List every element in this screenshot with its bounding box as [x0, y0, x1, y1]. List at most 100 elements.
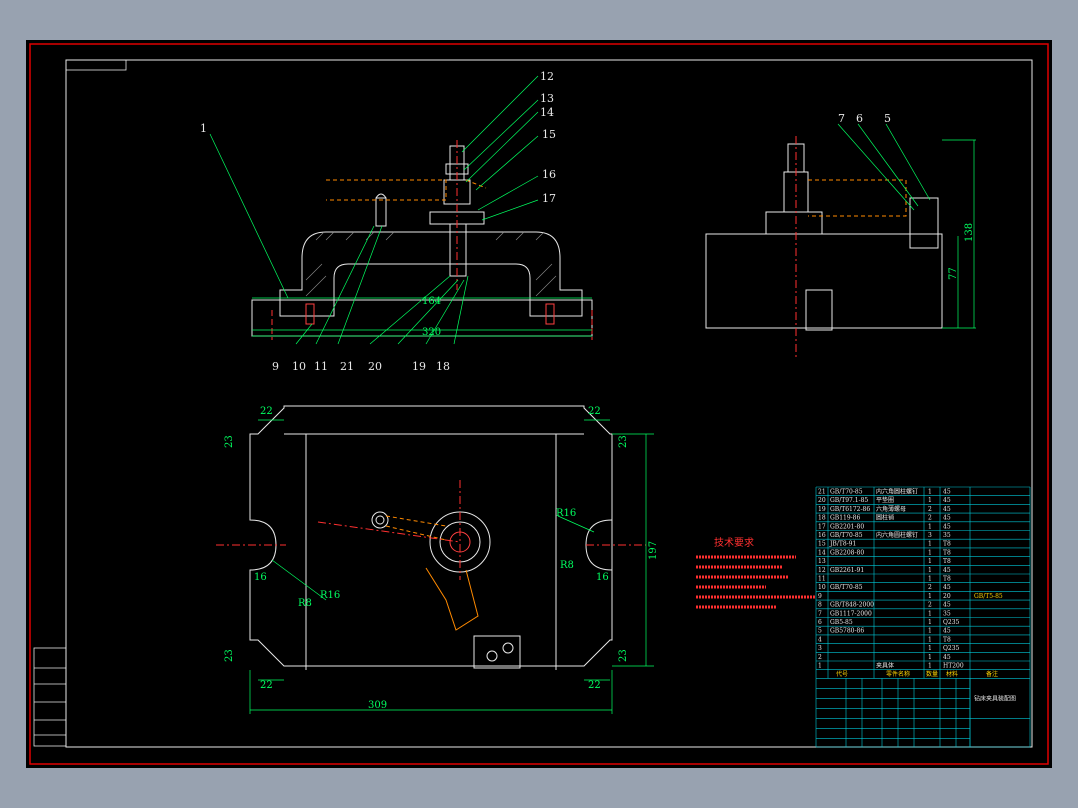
- tb-row-qty: 2: [928, 584, 932, 591]
- dim-320: 320: [422, 327, 441, 338]
- dim-22-br: 22: [588, 680, 601, 691]
- dim-23-tl: 23: [224, 435, 235, 448]
- tb-row-material: 35: [943, 532, 951, 539]
- tb-row-qty: 2: [928, 506, 932, 513]
- tb-row-code: GB2208-80: [830, 549, 864, 556]
- cad-drawing: 164 320 1 12 13 14 15 16 17 9 10 11 21 2…: [29, 43, 1049, 765]
- label-7: 7: [838, 112, 845, 125]
- tb-row-code: JB/T8-91: [829, 541, 856, 548]
- side-tags: [33, 647, 67, 747]
- tb-row-material: Q235: [943, 619, 960, 626]
- tech-requirements: 技术要求: [696, 536, 816, 609]
- tb-row-material: T8: [943, 636, 951, 643]
- tb-row-qty: 1: [928, 497, 932, 504]
- tb-row-material: 45: [943, 506, 951, 513]
- tb-row-index: 14: [818, 549, 826, 556]
- tb-row-material: T8: [943, 558, 951, 565]
- tb-row-index: 12: [818, 567, 826, 574]
- plan-view-text: 22 22 22 22 23 23 23 23 16 16 R16 R16 R8…: [224, 406, 659, 711]
- tb-header-cell: 材料: [946, 670, 958, 678]
- tb-row-index: 2: [818, 654, 822, 661]
- tb-row-material: 45: [943, 515, 951, 522]
- tb-row-index: 4: [818, 636, 822, 643]
- tb-row-name: 六角薄螺母: [876, 505, 906, 513]
- tb-row-name: 夹具体: [876, 662, 894, 670]
- tb-row-material: 35: [943, 610, 951, 617]
- dim-16-right: 16: [596, 572, 609, 583]
- tb-row-index: 18: [818, 515, 826, 522]
- tb-header-cell: 代号: [836, 670, 848, 678]
- tb-row-material: 45: [943, 567, 951, 574]
- label-5: 5: [884, 112, 891, 125]
- label-13: 13: [540, 92, 554, 105]
- tb-row-material: Q235: [943, 645, 960, 652]
- tb-row-index: 11: [818, 576, 826, 583]
- tb-row-name: 平垫圈: [876, 496, 894, 504]
- dim-22-tr: 22: [588, 406, 601, 417]
- dim-23-bl: 23: [224, 649, 235, 662]
- corner-tag: [65, 59, 127, 71]
- tb-row-code: GB/T848-2000: [830, 602, 874, 609]
- tb-row-code: GB2201-80: [830, 523, 864, 530]
- tb-row-code: GB5780-86: [830, 628, 864, 635]
- tb-row-qty: 1: [928, 619, 932, 626]
- tb-row-index: 8: [818, 602, 822, 609]
- tb-row-qty: 1: [928, 523, 932, 530]
- tb-row-name: 内六角圆柱螺钉: [876, 488, 918, 496]
- dim-23-tr: 23: [618, 435, 629, 448]
- outer-border: [29, 43, 1049, 765]
- tb-drawing-title: 钻床夹具装配图: [974, 694, 1016, 702]
- tb-row-code: GB/T70-85: [830, 584, 863, 591]
- label-12: 12: [540, 70, 554, 83]
- tb-row-index: 21: [818, 489, 826, 496]
- tb-row-material: 45: [943, 489, 951, 496]
- tb-row-index: 6: [818, 619, 822, 626]
- tb-row-index: 16: [818, 532, 826, 539]
- dim-r16-right: R16: [556, 508, 576, 519]
- label-17: 17: [542, 192, 556, 205]
- tb-row-qty: 1: [928, 576, 932, 583]
- tb-row-qty: 2: [928, 602, 932, 609]
- front-view-text: 164 320: [422, 296, 441, 338]
- tb-row-qty: 3: [928, 532, 932, 539]
- dim-138: 138: [964, 223, 975, 242]
- tb-row-qty: 1: [928, 558, 932, 565]
- label-9: 9: [272, 360, 279, 373]
- tb-row-material: T8: [943, 576, 951, 583]
- tb-row-material: T8: [943, 541, 951, 548]
- tb-row-code: GB/T6172-86: [830, 506, 870, 513]
- tb-row-qty: 1: [928, 593, 932, 600]
- plan-view: [216, 405, 654, 714]
- label-15: 15: [542, 128, 556, 141]
- tb-row-code: GB/T70-85: [830, 489, 863, 496]
- tb-header-cell: 数量: [926, 670, 938, 678]
- label-6: 6: [856, 112, 863, 125]
- dim-r8-right: R8: [560, 560, 574, 571]
- tb-row-index: 20: [818, 497, 826, 504]
- tb-row-qty: 1: [928, 663, 932, 670]
- side-view: [705, 123, 976, 360]
- tb-row-index: 3: [818, 645, 822, 652]
- tb-row-material: 45: [943, 628, 951, 635]
- front-view-leaders: [209, 75, 539, 345]
- dim-164: 164: [422, 296, 441, 307]
- label-20: 20: [368, 360, 382, 373]
- tb-row-material: HT200: [943, 663, 964, 670]
- tb-row-code: GB1117-2000: [830, 610, 872, 617]
- tb-row-index: 9: [818, 593, 822, 600]
- tb-row-code: GB2261-91: [830, 567, 864, 574]
- dim-16-left: 16: [254, 572, 267, 583]
- tb-row-code: GB/T97.1-85: [830, 497, 868, 504]
- label-10: 10: [292, 360, 306, 373]
- label-1: 1: [200, 122, 207, 135]
- tb-row-code: GB5-85: [830, 619, 853, 626]
- drawing-sheet: 164 320 1 12 13 14 15 16 17 9 10 11 21 2…: [26, 40, 1052, 768]
- dim-77: 77: [948, 267, 959, 280]
- tb-row-index: 17: [818, 523, 826, 530]
- tb-header-cell: 零件名称: [886, 670, 910, 678]
- tb-row-qty: 1: [928, 645, 932, 652]
- tb-row-index: 7: [818, 610, 822, 617]
- label-19: 19: [412, 360, 426, 373]
- tb-row-qty: 1: [928, 541, 932, 548]
- tb-row-qty: 1: [928, 549, 932, 556]
